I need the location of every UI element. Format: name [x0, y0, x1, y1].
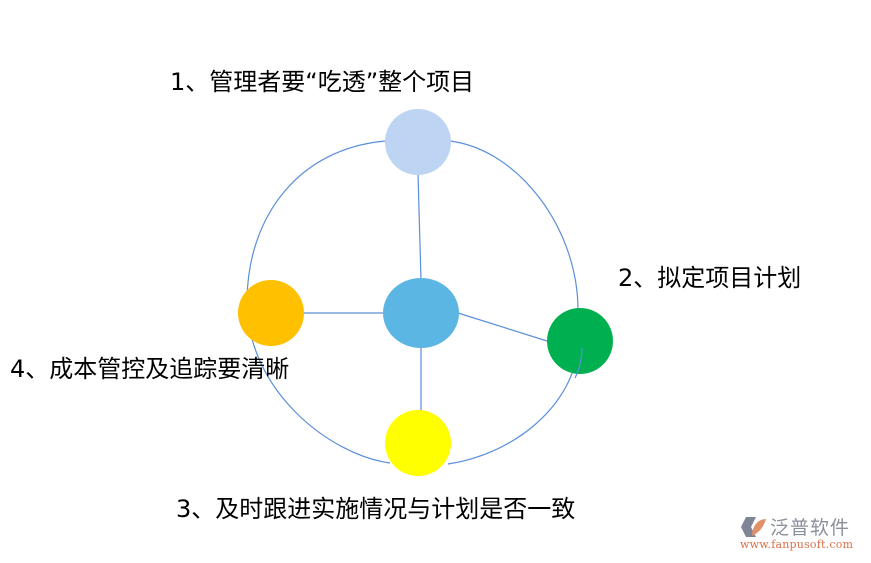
- fanpu-logo-icon: [741, 517, 766, 537]
- watermark-logo: 泛普软件 www.fanpusoft.com: [738, 513, 866, 557]
- center-node-circle[interactable]: [383, 278, 459, 348]
- node-4-circle[interactable]: [238, 280, 304, 346]
- watermark-url: www.fanpusoft.com: [740, 538, 854, 551]
- node-2-circle[interactable]: [547, 308, 613, 374]
- watermark-brand: 泛普软件: [770, 517, 851, 539]
- spoke-top: [417, 173, 422, 281]
- node-2-label: 2、拟定项目计划: [618, 264, 802, 292]
- node-4-label: 4、成本管控及追踪要清晰: [10, 355, 290, 383]
- node-1-circle[interactable]: [385, 109, 451, 175]
- node-3-label: 3、及时跟进实施情况与计划是否一致: [176, 495, 576, 523]
- spoke-right: [457, 312, 548, 342]
- node-1-label: 1、管理者要“吃透”整个项目: [170, 68, 475, 96]
- node-3-circle[interactable]: [385, 410, 451, 476]
- ring-tail: [574, 347, 583, 379]
